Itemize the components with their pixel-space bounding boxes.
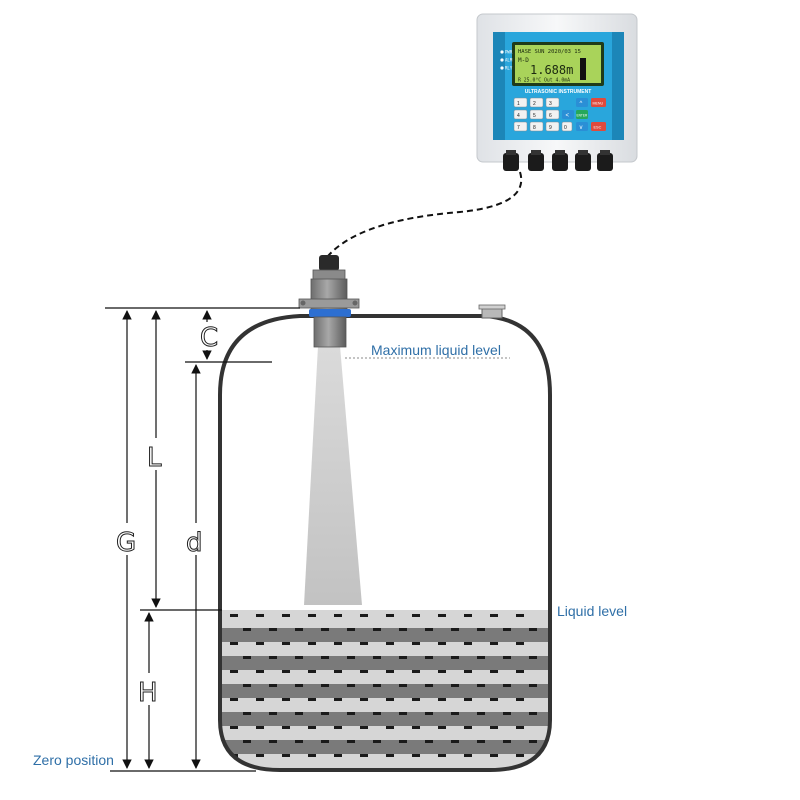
key-4[interactable]: 4 [513,109,528,120]
dimension-H-label: H [138,678,158,708]
dimension-G-label: G [116,528,136,558]
key-down[interactable]: v [576,122,588,131]
svg-text:3: 3 [549,101,552,107]
svg-text:MENU: MENU [593,102,604,106]
key-6[interactable]: 6 [545,109,560,120]
menu-key[interactable]: MENU [591,98,606,107]
svg-text:1: 1 [517,101,520,107]
svg-text:6: 6 [549,113,552,119]
svg-text:<: < [566,113,570,119]
tank-wall [218,314,552,772]
dimension-labels: C L G d H [115,322,219,709]
svg-text:ALM: ALM [505,58,513,63]
dimension-L-label: L [147,443,162,473]
ultrasonic-beam [304,346,362,605]
svg-text:4: 4 [517,113,520,119]
svg-text:RLY: RLY [505,66,513,71]
cable-glands [503,150,613,171]
lcd-bottom-line: R 25.0°C Out 4.0mA [518,78,570,84]
lcd-top-line: HASE SUN 2020/03 15 [518,49,581,55]
dimension-C-label: C [200,323,218,353]
svg-text:ENTER: ENTER [577,114,589,118]
key-2[interactable]: 2 [529,97,544,108]
liquid-body [220,610,550,770]
key-3[interactable]: 3 [545,97,560,108]
controller-unit: HASE SUN 2020/03 15 M-D 1.688m R 25.0°C … [476,13,638,171]
svg-text:PWR: PWR [505,50,513,55]
esc-key[interactable]: ESC [591,122,606,131]
numeric-keypad: 1 2 3 4 5 6 7 8 9 * 0 . [513,97,573,132]
lcd-mode: M-D [518,57,529,64]
vent-nozzle [481,307,503,319]
svg-text:v: v [580,125,583,131]
svg-text:0: 0 [564,125,567,131]
enter-key[interactable]: ENTER [576,110,588,119]
svg-text:7: 7 [517,125,520,131]
svg-text:^: ^ [580,101,583,107]
key-left[interactable]: < [562,110,574,119]
key-1[interactable]: 1 [513,97,528,108]
dimension-d-label: d [186,528,203,558]
tank [218,304,552,772]
lcd-bar-indicator [580,58,586,80]
key-5[interactable]: 5 [529,109,544,120]
navigation-keys: ^ < > v [562,98,588,131]
key-7[interactable]: 7 [513,121,528,132]
liquid-level-label: Liquid level [557,603,627,619]
svg-text:5: 5 [533,113,536,119]
svg-text:2: 2 [533,101,536,107]
svg-text:ESC: ESC [594,126,602,130]
status-leds: PWR ALM RLY [500,50,513,71]
key-8[interactable]: 8 [529,121,544,132]
controller-title: ULTRASONIC INSTRUMENT [525,89,592,95]
lcd-screen [515,45,601,83]
maximum-liquid-level-label: Maximum liquid level [371,342,501,358]
action-keys: MENU ENTER ESC [576,98,606,131]
key-up[interactable]: ^ [576,98,588,107]
zero-position-label: Zero position [33,752,114,768]
lcd-reading: 1.688m [530,63,573,77]
sensor-mount-ring [309,309,351,317]
svg-text:8: 8 [533,125,536,131]
ultrasonic-sensor [298,255,360,348]
signal-cable [327,171,523,257]
key-9[interactable]: 9 [545,121,560,132]
svg-text:9: 9 [549,125,552,131]
key-0[interactable]: 0 [561,121,573,132]
